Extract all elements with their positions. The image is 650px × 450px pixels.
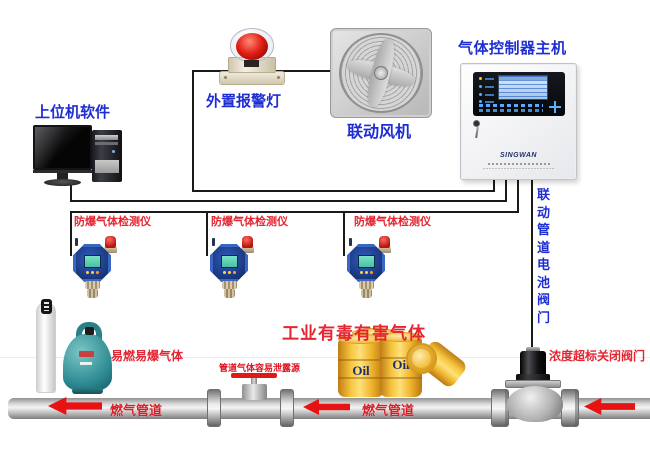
lpg-cylinder-white-text: [80, 362, 92, 365]
manual-valve-body: [242, 384, 267, 400]
alarm-bolt: [224, 76, 227, 79]
detector-beacon-icon: [105, 236, 116, 248]
detector-screen: [358, 255, 375, 268]
detector-beacon-icon: [242, 236, 253, 248]
monitor-stand: [57, 173, 68, 180]
lpg-cylinder-handle: [76, 322, 102, 341]
manual-valve-stem: [251, 377, 257, 385]
connection-line: [192, 190, 495, 192]
detector-screen: [84, 255, 101, 268]
connection-line: [505, 178, 507, 202]
fan-label: 联动风机: [347, 124, 412, 141]
connection-line: [70, 184, 72, 202]
pc-drive-bay: [95, 142, 118, 145]
gas-cylinder-white-icon: [36, 302, 56, 393]
controller-keyhole: [473, 120, 480, 127]
connection-line: [70, 211, 519, 213]
gas-detector-icon: [65, 234, 123, 298]
pipeline-label: 燃气管道: [110, 403, 163, 418]
connection-line: [343, 211, 345, 256]
cylinder-cap-marks: [44, 302, 49, 311]
shutoff-valve-skirt: [516, 374, 550, 381]
pipeline-label: 燃气管道: [362, 403, 415, 418]
controller-label: 气体控制器主机: [458, 40, 567, 57]
lpg-cylinder-foot: [72, 388, 103, 394]
connection-line: [517, 178, 519, 213]
controller-company-text: [483, 168, 555, 169]
controller-button-row: [479, 109, 543, 112]
background-guide-line: [0, 357, 650, 358]
pipe-flange: [280, 389, 294, 427]
pipe-flange: [207, 389, 221, 427]
toxic-gas-label: 工业有毒有害气体: [282, 324, 426, 343]
alarm-light-tag: [244, 60, 259, 67]
monitor-base: [44, 179, 81, 186]
detector-screen: [221, 255, 238, 268]
controller-arrow-keys: [549, 106, 561, 108]
oil-drum-lying-icon: [406, 338, 469, 395]
valve-link-label: 联动管道电池阀门: [537, 187, 551, 325]
oil-drum-text: Oil: [352, 363, 370, 378]
pipe-flange: [491, 389, 509, 427]
manual-valve-handle: [231, 373, 277, 378]
controller-brand-logo: SINGWAN: [500, 152, 537, 159]
controller-company-text: [488, 163, 550, 165]
connection-line: [493, 178, 495, 192]
flammable-gas-label: 易燃易爆气体: [111, 349, 184, 363]
monitor-icon: [33, 125, 92, 170]
detector-label: 防爆气体检测仪: [354, 216, 431, 228]
pc-front-panel: [95, 160, 119, 173]
shutoff-valve-actuator-icon: [520, 351, 546, 377]
controller-status-leds: [479, 77, 482, 80]
shutoff-valve-label: 浓度超标关闭阀门: [549, 349, 646, 363]
detector-label: 防爆气体检测仪: [211, 216, 288, 228]
pc-power-led: [112, 150, 115, 153]
shutoff-valve-body: [507, 386, 563, 422]
oil-drum-icon: Oil: [338, 334, 384, 397]
valve-control-line: [531, 178, 533, 354]
detector-beacon-icon: [379, 236, 390, 248]
connection-line: [192, 70, 194, 192]
alarm-light-bulb-icon: [236, 33, 268, 60]
gas-detector-icon: [339, 234, 397, 298]
controller-button-row: [479, 104, 543, 107]
alarm-bolt: [277, 76, 280, 79]
detector-label: 防爆气体检测仪: [74, 216, 151, 228]
alarm-light-base: [219, 71, 285, 85]
fan-hub: [374, 66, 388, 80]
lpg-cylinder-valve: [85, 327, 94, 335]
connection-line: [70, 200, 507, 202]
controller-led-labels: [485, 78, 494, 80]
monitor-bezel: [33, 170, 92, 173]
oil-drum-text: Oil: [392, 357, 410, 372]
controller-screen: [498, 75, 548, 100]
pipe-flange: [561, 389, 579, 427]
connection-line: [206, 211, 208, 256]
gas-detector-icon: [202, 234, 260, 298]
pc-drive-bay: [95, 135, 118, 140]
host-software-label: 上位机软件: [35, 104, 111, 121]
connection-line: [70, 211, 72, 256]
alarm-light-label: 外置报警灯: [206, 93, 282, 110]
leak-source-label: 管道气体容易泄露源: [219, 363, 301, 373]
shutoff-valve-cap: [526, 347, 540, 353]
lpg-cylinder-red-text: [79, 351, 94, 357]
